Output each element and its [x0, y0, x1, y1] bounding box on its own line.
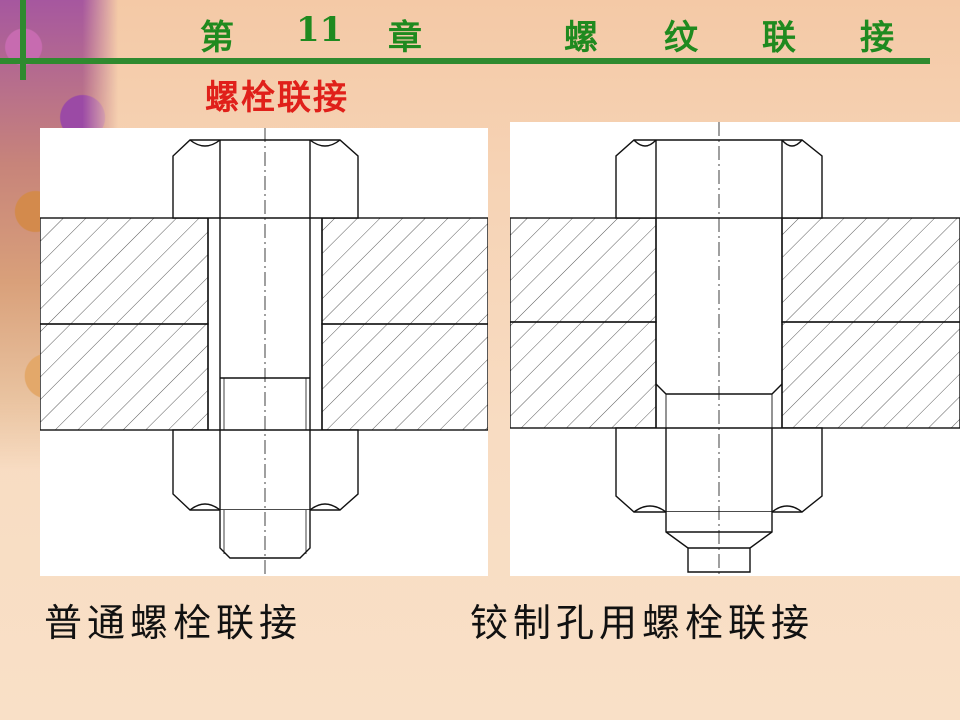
top-plate-left [40, 217, 209, 325]
bottom-plate-right [781, 321, 960, 429]
reamed-bolt-panel [510, 122, 960, 576]
bottom-plate-left [510, 321, 657, 429]
chapter-number: 11 [296, 10, 344, 50]
bottom-plate-left [40, 323, 209, 431]
reamed-bolt-diagram [510, 122, 960, 576]
section-subtitle: 螺栓联接 [205, 78, 349, 118]
green-horizontal-rule [0, 58, 930, 64]
caption-ordinary-bolt: 普通螺栓联接 [44, 601, 303, 645]
top-plate-right [321, 217, 488, 325]
chapter-title: 第 11 章 螺 纹 联 接 [200, 10, 900, 58]
title-char-2: 纹 [664, 18, 698, 58]
title-char-3: 联 [762, 18, 796, 58]
top-plate-right [781, 217, 960, 323]
chapter-suffix: 章 [388, 18, 422, 58]
caption-reamed-bolt: 铰制孔用螺栓联接 [470, 601, 815, 645]
chapter-prefix: 第 [200, 18, 234, 58]
ordinary-bolt-diagram [40, 128, 488, 576]
title-char-4: 接 [860, 18, 894, 58]
title-char-1: 螺 [564, 18, 598, 58]
top-plate-left [510, 217, 657, 323]
bottom-plate-right [321, 323, 488, 431]
ordinary-bolt-panel [40, 128, 488, 576]
green-vertical-rule [20, 0, 26, 80]
